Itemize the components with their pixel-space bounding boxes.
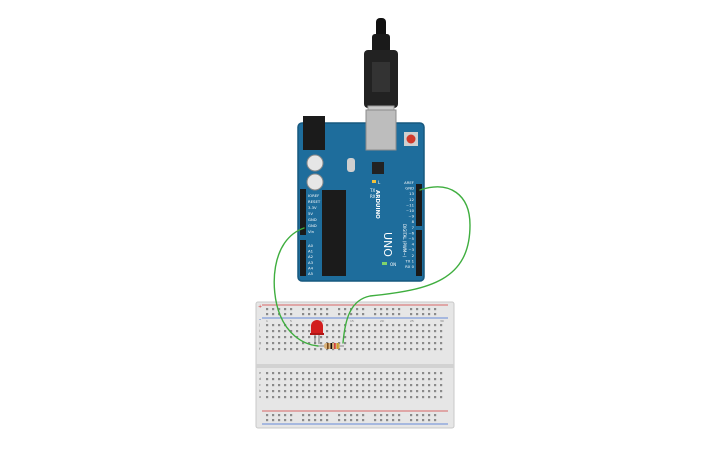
row-letter: a xyxy=(259,395,261,399)
wires[interactable] xyxy=(273,186,471,347)
l-led xyxy=(372,180,376,183)
usb-cable[interactable] xyxy=(364,18,398,139)
pin-label: 7 xyxy=(412,225,415,230)
pin-label: 3.3V xyxy=(308,205,317,210)
column-number: 30 xyxy=(440,319,444,323)
pin-label: 4 xyxy=(412,242,415,247)
row-letter: f xyxy=(259,347,261,351)
pin-label: 8 xyxy=(412,219,415,224)
pin-label: ~11 xyxy=(406,202,415,207)
board-brand-text: ARDUINO xyxy=(374,190,380,219)
breadboard-holes xyxy=(266,308,443,422)
pin-label: 12 xyxy=(409,197,414,202)
pin-label: ~9 xyxy=(408,214,414,219)
row-letter: c xyxy=(259,383,261,387)
pin-label: ~3 xyxy=(408,247,414,252)
pin-label: A4 xyxy=(308,265,314,270)
l-label: L xyxy=(378,180,381,185)
pin-label: ~10 xyxy=(406,208,415,213)
digital-header-top xyxy=(416,184,422,226)
rx-label: RX xyxy=(370,194,376,199)
pin-label: 13 xyxy=(409,191,414,196)
pin-label: A0 xyxy=(308,243,314,248)
wire-pin13 xyxy=(342,186,471,344)
pin-label: RESET xyxy=(308,199,321,204)
pin-label: Vin xyxy=(308,229,315,234)
rail-minus-label: - xyxy=(259,316,261,323)
column-number: 20 xyxy=(380,319,384,323)
board-model-text: UNO xyxy=(381,232,394,257)
power-jack xyxy=(303,116,325,150)
row-letter: i xyxy=(259,329,260,333)
pin-label: GND xyxy=(308,223,317,228)
on-label: ON xyxy=(390,262,396,267)
pin-label: A2 xyxy=(308,254,314,259)
red-led[interactable] xyxy=(310,320,324,344)
column-number: 5 xyxy=(290,319,292,323)
resistor[interactable] xyxy=(318,343,344,349)
pin-label: ~5 xyxy=(408,236,414,241)
usb-chip xyxy=(372,162,384,174)
crystal xyxy=(347,158,355,172)
pin-label: AREF xyxy=(404,180,414,185)
tx-label: TX xyxy=(369,188,375,193)
row-letter: b xyxy=(259,389,262,393)
column-number: 15 xyxy=(350,319,354,323)
pin-label: 5V xyxy=(308,211,313,216)
row-letter: g xyxy=(259,341,261,345)
row-letter: d xyxy=(259,377,261,381)
column-number: 1 xyxy=(266,319,268,323)
capacitor-2 xyxy=(306,173,324,191)
power-header xyxy=(300,189,306,235)
row-letter: h xyxy=(259,335,261,339)
row-letter: j xyxy=(258,323,260,327)
pin-label: TX 1 xyxy=(404,258,414,263)
pin-label: IOREF xyxy=(308,193,319,198)
reset-button[interactable] xyxy=(404,132,418,146)
pin-label: GND xyxy=(405,186,414,191)
pin-label: GND xyxy=(308,217,317,222)
pin-label: RX 0 xyxy=(405,264,414,269)
arduino-uno-board[interactable]: ON L TX RX UNO ARDUINO DIGITAL (PWM~) IO… xyxy=(297,109,425,282)
capacitor-1 xyxy=(306,154,324,172)
pin-label: ~6 xyxy=(408,230,414,235)
pin-label: 2 xyxy=(412,253,415,258)
pin-label: A3 xyxy=(308,260,314,265)
wire-gnd xyxy=(273,227,319,347)
on-led xyxy=(382,262,387,265)
center-channel xyxy=(256,364,454,368)
digital-label: DIGITAL (PWM~) xyxy=(402,224,407,258)
rail-plus-label: + xyxy=(258,304,262,310)
analog-header xyxy=(300,240,306,276)
column-number: 25 xyxy=(410,319,414,323)
row-letter: e xyxy=(259,371,261,375)
column-number: 10 xyxy=(320,319,324,323)
digital-header-bottom xyxy=(416,230,422,276)
pin-label: A5 xyxy=(308,271,314,276)
pin-label: A1 xyxy=(308,249,314,254)
usb-socket xyxy=(365,109,397,151)
atmega-chip xyxy=(322,190,346,276)
